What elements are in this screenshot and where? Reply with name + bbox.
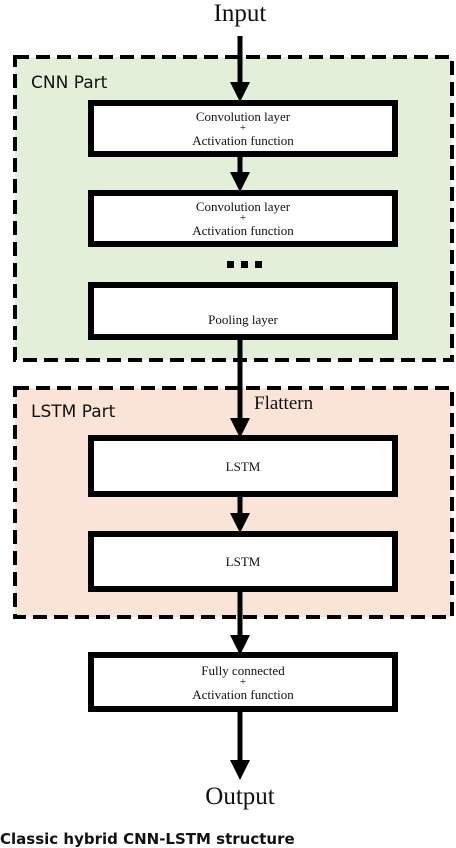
lstm-text: LSTM <box>225 458 261 474</box>
conv-layer-box-1: Convolution layer + Activation function <box>88 100 398 157</box>
ellipsis-dot <box>227 261 234 268</box>
activation-text: Activation function <box>192 223 294 238</box>
lstm-text: LSTM <box>225 554 261 569</box>
ellipsis-dot <box>241 261 248 268</box>
ellipsis-dots <box>227 261 262 268</box>
flatten-label: Flattern <box>254 393 314 414</box>
lstm-group-title: LSTM Part <box>31 402 116 422</box>
plus-sign: + <box>239 675 247 688</box>
conv-layer-text: Convolution layer <box>195 199 291 214</box>
plus-sign: + <box>239 212 247 224</box>
conv-layer-text: Convolution layer <box>195 109 291 124</box>
fully-connected-text: Fully connected <box>201 662 285 678</box>
activation-text: Activation function <box>192 686 294 702</box>
ellipsis-dot <box>255 261 262 268</box>
cnn-group-title: CNN Part <box>31 73 108 93</box>
conv-layer-box-2: Convolution layer + Activation function <box>88 190 398 247</box>
lstm-box-2: LSTM <box>88 531 398 592</box>
pooling-layer-text: Pooling layer <box>208 311 278 327</box>
lstm-box-1: LSTM <box>88 435 398 497</box>
fully-connected-box: Fully connected + Activation function <box>88 652 398 712</box>
input-label: Input <box>213 0 267 27</box>
figure-caption: Classic hybrid CNN-LSTM structure <box>0 830 295 848</box>
plus-sign: + <box>239 122 247 134</box>
pooling-layer-box: Pooling layer <box>88 282 398 340</box>
activation-text: Activation function <box>192 133 294 148</box>
output-label: Output <box>205 783 275 810</box>
